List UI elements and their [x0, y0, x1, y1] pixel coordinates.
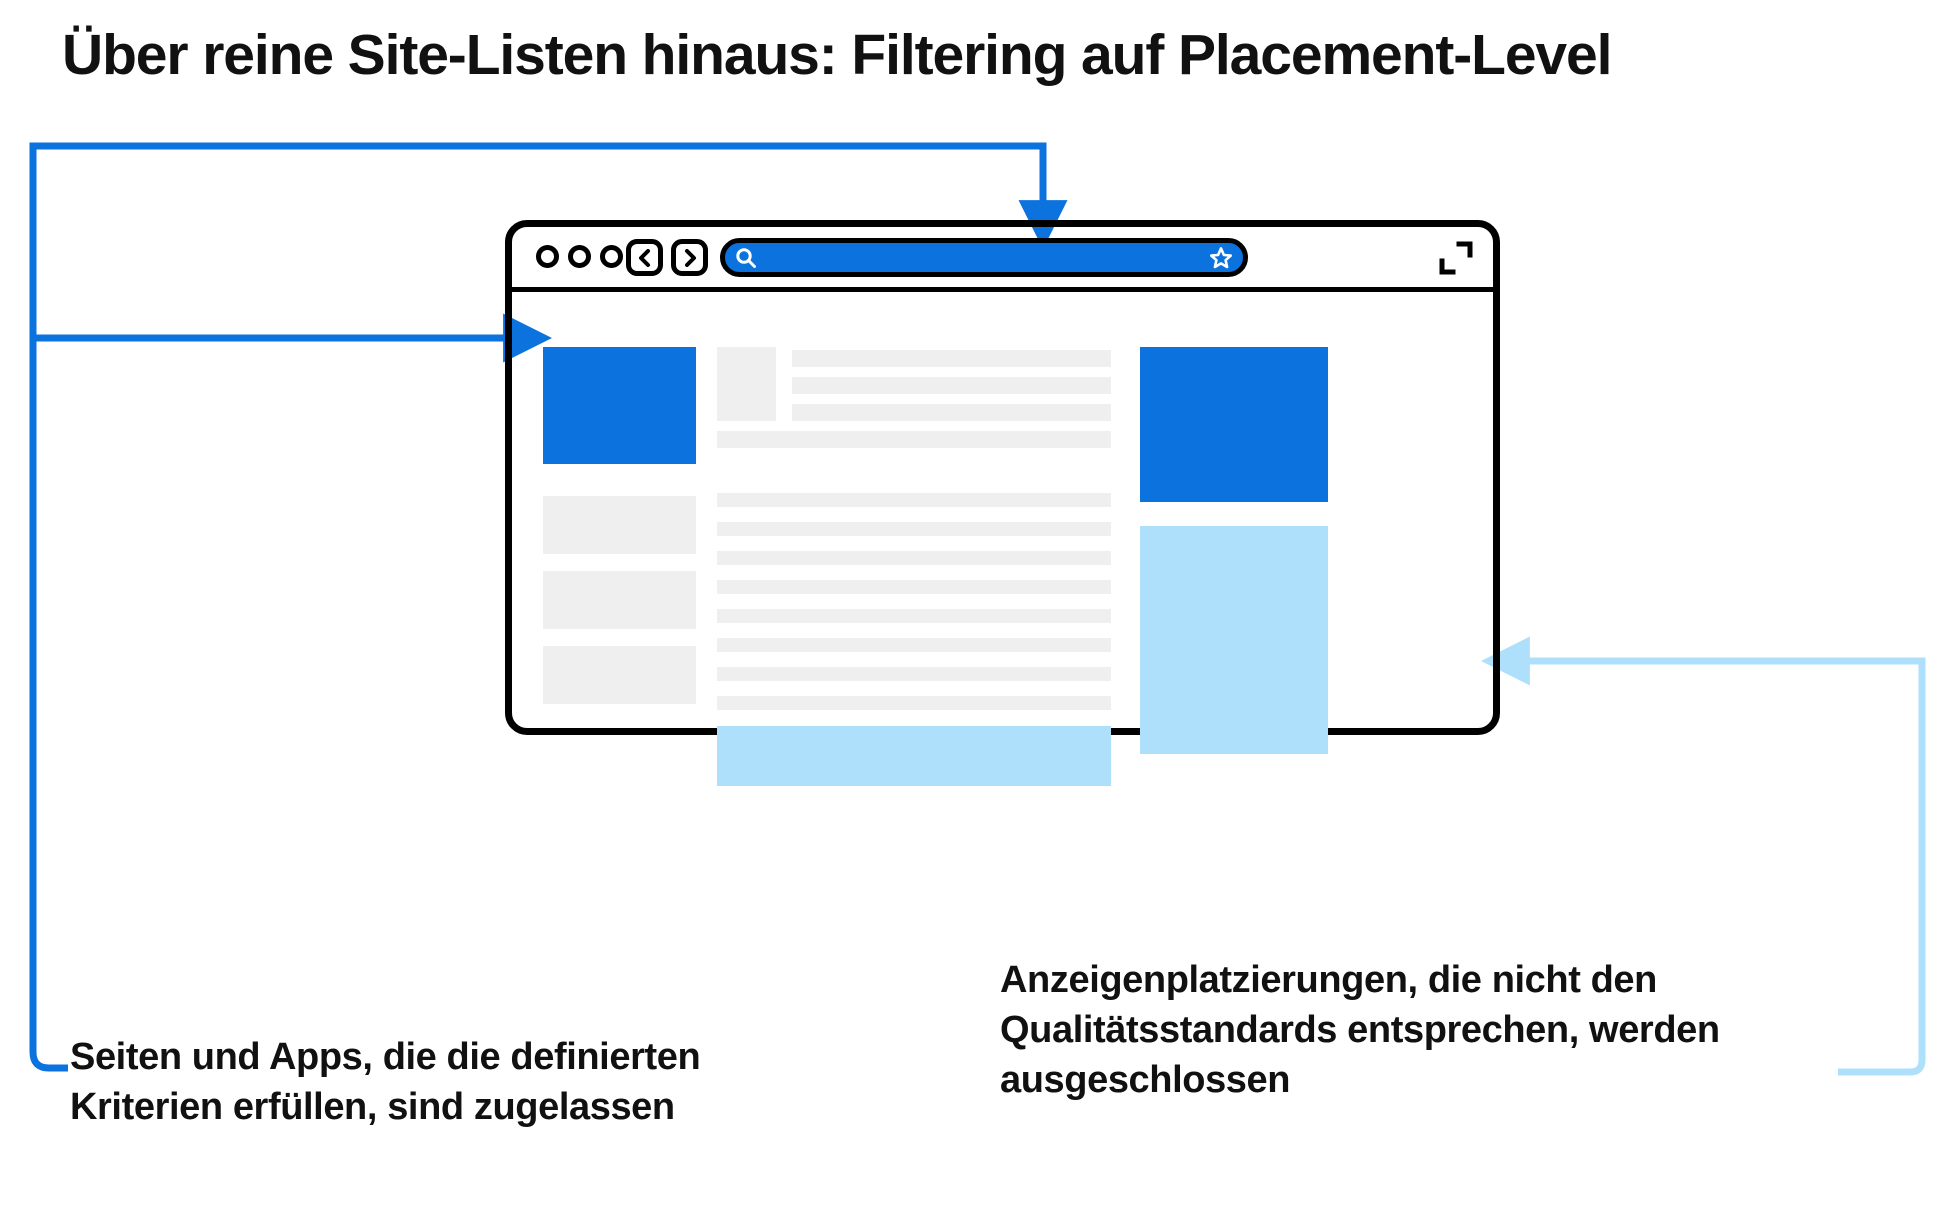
- annotation-right-text: Anzeigenplatzierungen, die nicht den Qua…: [1000, 959, 1720, 1102]
- browser-toolbar: [512, 227, 1493, 292]
- forward-chevron-icon: [684, 248, 696, 267]
- ad-slot-primary[interactable]: [543, 347, 696, 464]
- text-line: [792, 377, 1111, 394]
- page-title: Über reine Site-Listen hinaus: Filtering…: [62, 23, 1612, 87]
- text-line: [717, 522, 1111, 536]
- back-button[interactable]: [626, 239, 663, 276]
- article-thumbnail: [717, 347, 776, 421]
- expand-fullscreen-icon[interactable]: [1439, 241, 1473, 275]
- sidebar-ad-excluded[interactable]: [1140, 526, 1328, 754]
- text-line: [717, 493, 1111, 507]
- browser-window-mockup: [505, 220, 1500, 786]
- address-bar[interactable]: [720, 238, 1248, 277]
- text-line: [717, 696, 1111, 710]
- connector-left-rail: [29, 146, 68, 1072]
- text-line: [717, 609, 1111, 623]
- star-icon[interactable]: [1209, 246, 1233, 270]
- text-line: [717, 551, 1111, 565]
- inline-ad-slot[interactable]: [717, 726, 1111, 786]
- text-line: [717, 667, 1111, 681]
- back-chevron-icon: [638, 248, 650, 267]
- text-line: [792, 350, 1111, 367]
- window-dot-maximize-icon[interactable]: [600, 245, 623, 268]
- content-card-2[interactable]: [543, 571, 696, 629]
- browser-page-content: [512, 292, 1493, 786]
- search-icon: [736, 248, 756, 268]
- annotation-left-text: Seiten und Apps, die die definierten Kri…: [70, 1036, 701, 1129]
- text-line: [717, 580, 1111, 594]
- content-card-3[interactable]: [543, 646, 696, 704]
- window-dot-minimize-icon[interactable]: [568, 245, 591, 268]
- forward-button[interactable]: [671, 239, 708, 276]
- window-controls[interactable]: [536, 245, 623, 268]
- text-line: [792, 404, 1111, 421]
- text-line: [717, 638, 1111, 652]
- sidebar-ad-approved[interactable]: [1140, 347, 1328, 502]
- window-dot-close-icon[interactable]: [536, 245, 559, 268]
- content-card-1[interactable]: [543, 496, 696, 554]
- text-line: [717, 431, 1111, 448]
